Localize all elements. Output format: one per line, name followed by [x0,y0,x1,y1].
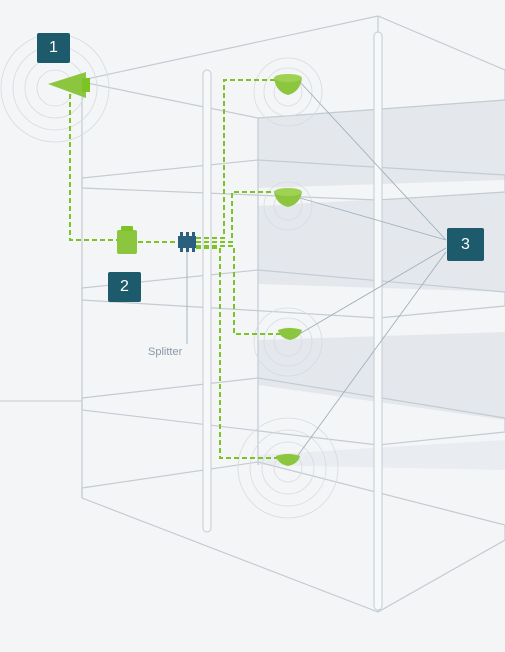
badge-indoor-antennas: 3 [447,228,484,261]
badge-outdoor-antenna: 1 [37,33,70,63]
booster-icon [117,226,137,254]
splitter-label: Splitter [148,346,183,358]
dome-antenna-icon [274,74,302,95]
leader-lines [186,81,447,459]
columns [202,31,383,611]
splitter-icon [178,232,196,252]
dome-antenna-icon [276,454,300,466]
dome-antenna-icon [278,328,302,340]
cables [69,79,282,459]
back-walls [258,100,505,470]
dome-antenna-icon [274,188,302,207]
badge-booster: 2 [108,272,141,302]
outdoor-antenna-icon [48,72,90,98]
